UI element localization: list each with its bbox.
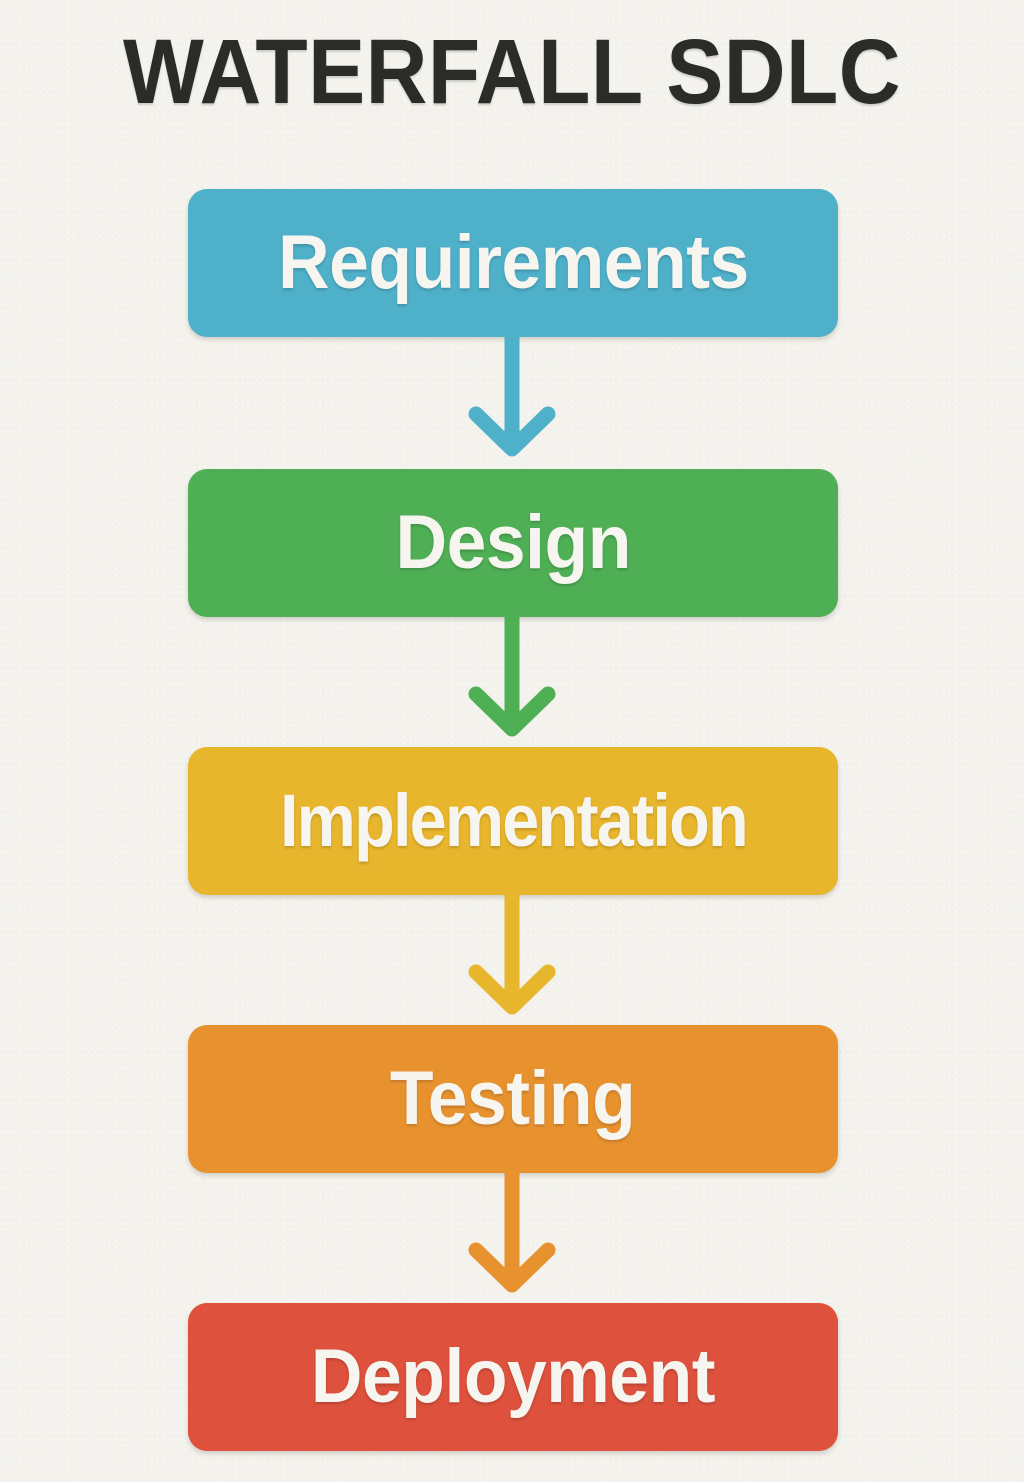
stage-node-design[interactable]: Design xyxy=(188,469,838,617)
stage-node-implementation[interactable]: Implementation xyxy=(188,747,838,895)
arrow-head xyxy=(468,406,556,457)
arrow-implementation-to-testing xyxy=(448,887,576,1027)
stage-label-deployment: Deployment xyxy=(310,1334,716,1419)
stage-label-requirements: Requirements xyxy=(277,220,749,305)
arrow-requirements-to-design xyxy=(448,329,576,469)
stage-label-implementation: Implementation xyxy=(279,779,749,862)
arrow-head xyxy=(468,964,556,1015)
stage-label-design: Design xyxy=(395,500,631,585)
stage-label-testing: Testing xyxy=(390,1056,636,1141)
stage-node-deployment[interactable]: Deployment xyxy=(188,1303,838,1451)
page-title: WATERFALL SDLC xyxy=(122,21,902,123)
arrow-testing-to-deployment xyxy=(448,1165,576,1305)
arrow-head xyxy=(468,1242,556,1293)
arrow-design-to-implementation xyxy=(448,609,576,749)
arrow-head xyxy=(468,686,556,737)
stage-node-testing[interactable]: Testing xyxy=(188,1025,838,1173)
stage-node-requirements[interactable]: Requirements xyxy=(188,189,838,337)
